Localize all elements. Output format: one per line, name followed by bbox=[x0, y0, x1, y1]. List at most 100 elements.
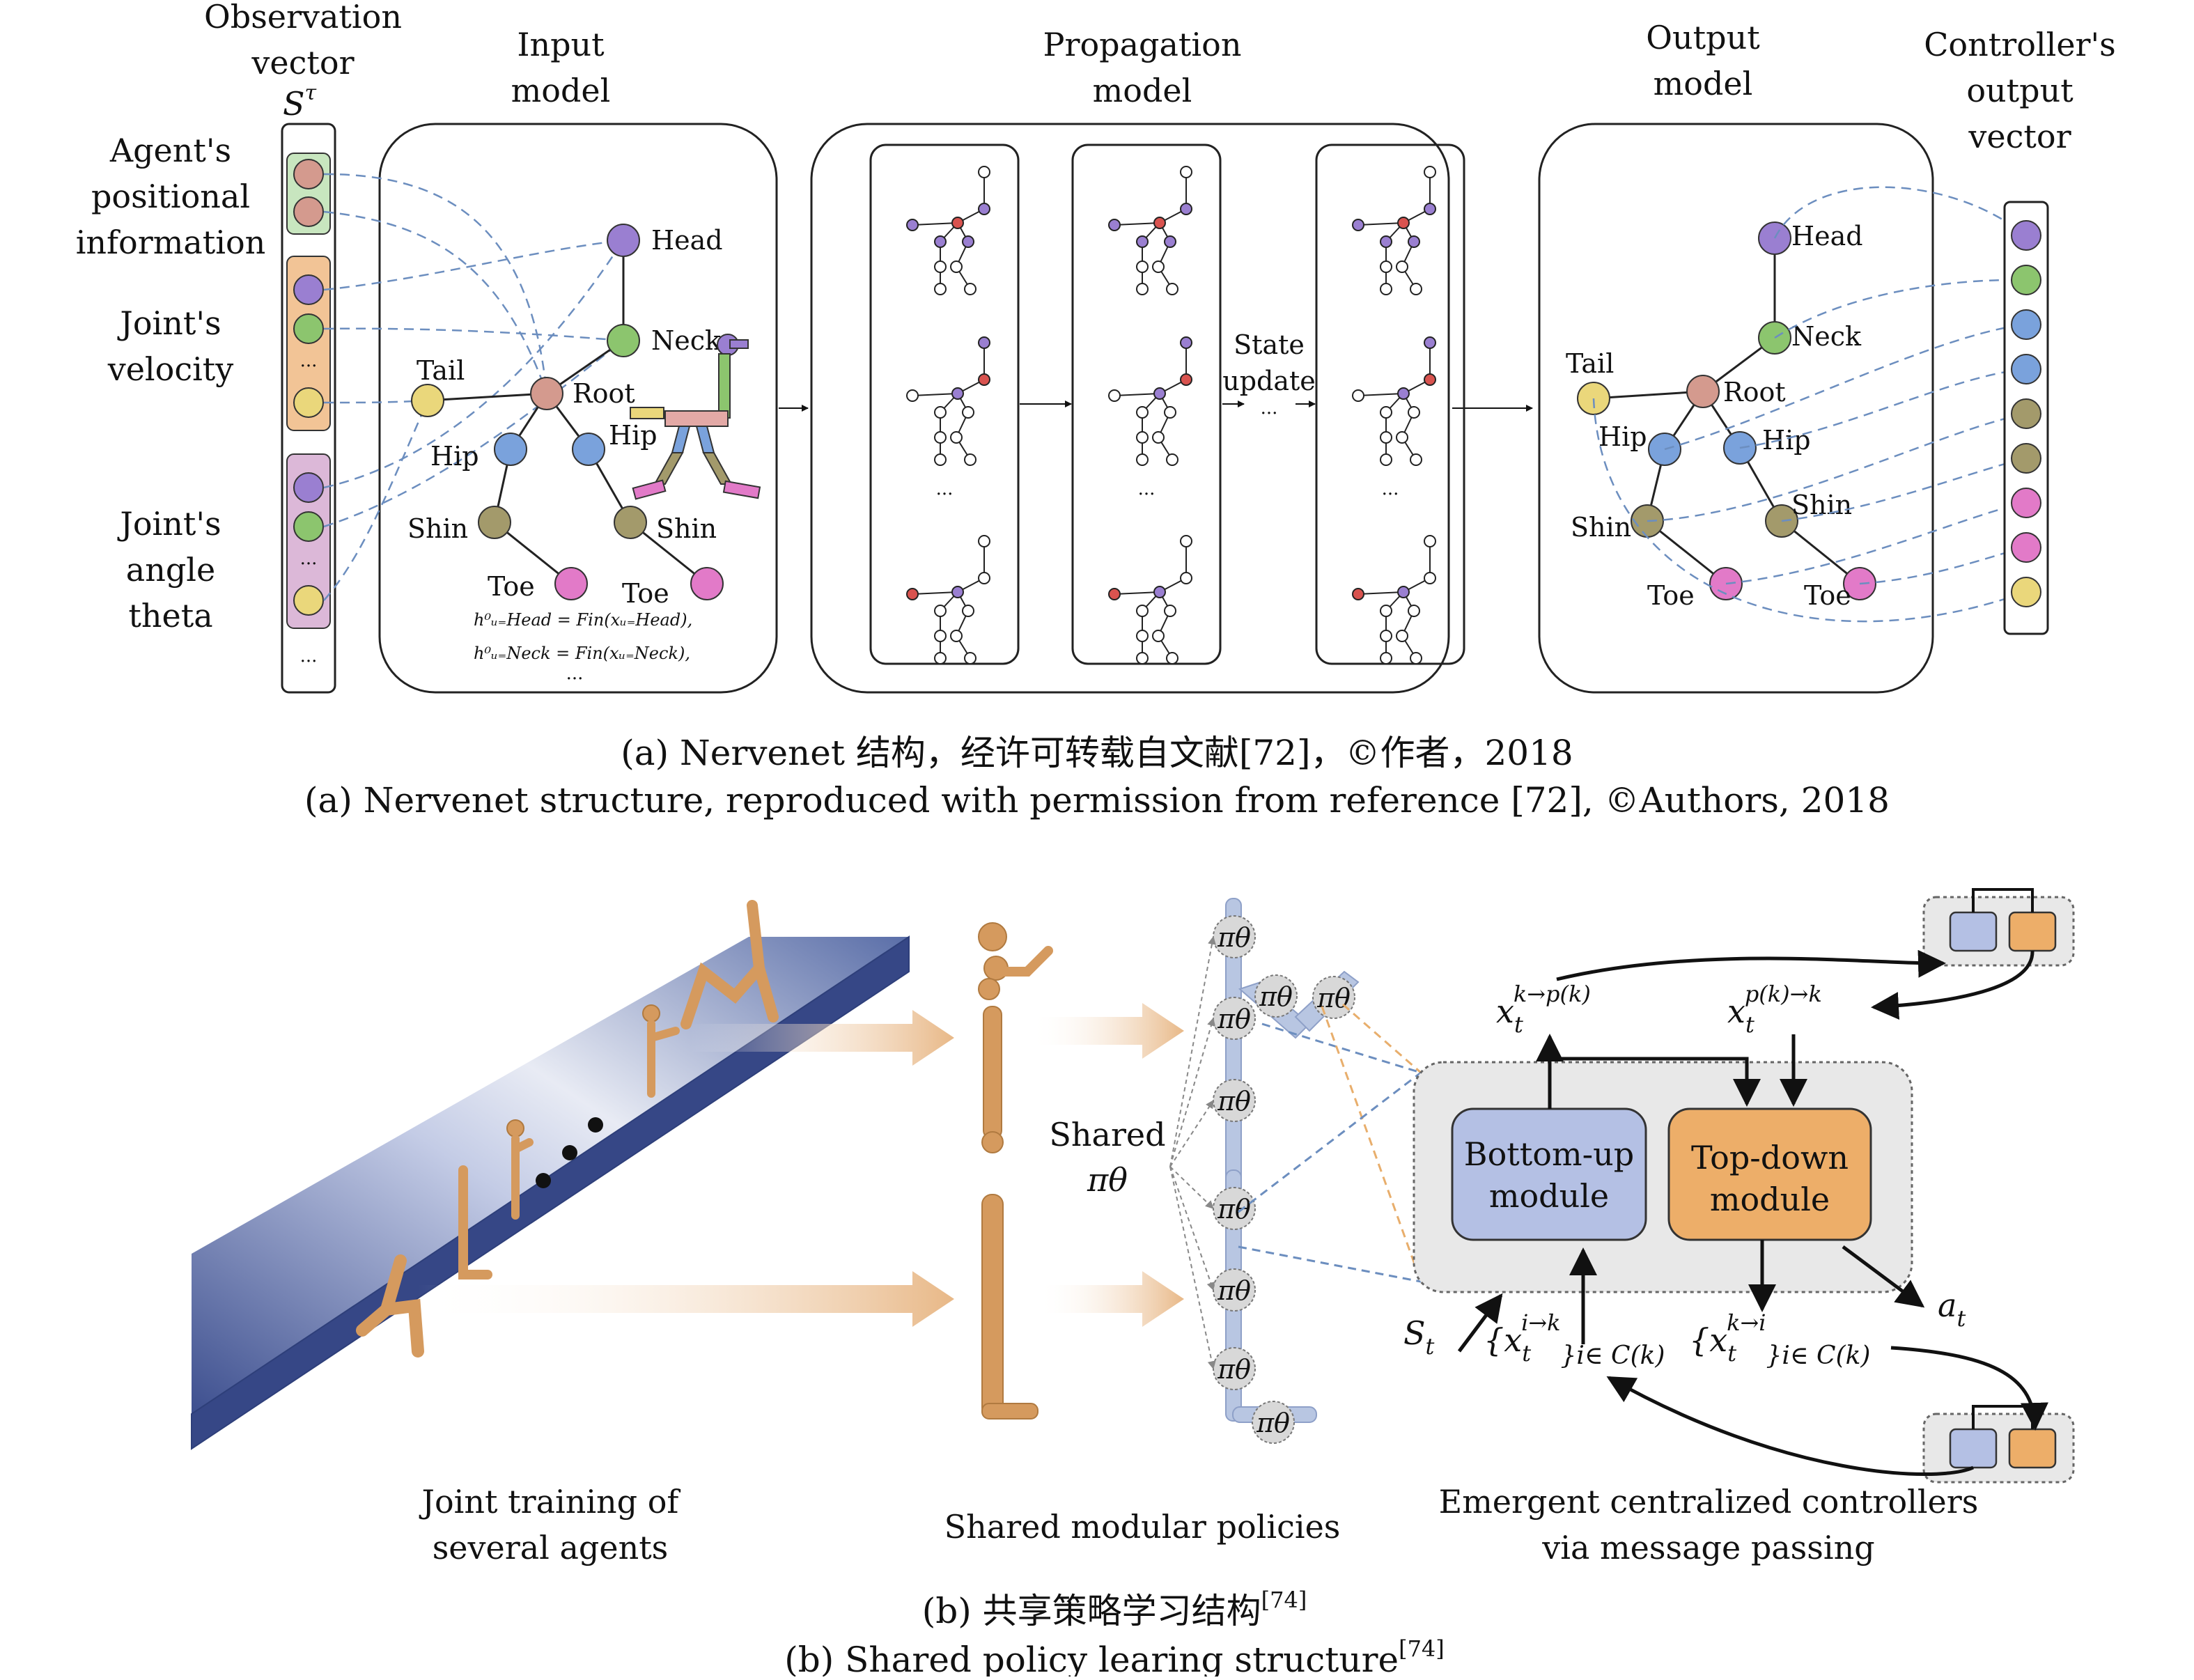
prop-node-tail bbox=[1352, 219, 1364, 231]
prop-node-toeR bbox=[1166, 652, 1178, 664]
label-x-down-sup: p(k)→k bbox=[1745, 981, 1822, 1007]
label-msg-in-sub: t bbox=[1522, 1340, 1531, 1367]
prop-graph-c1-r1 bbox=[906, 166, 990, 295]
pi-theta-module: πθ bbox=[1312, 976, 1355, 1019]
pi-theta-module: πθ bbox=[1252, 1401, 1295, 1444]
prop-node-head bbox=[1180, 166, 1192, 178]
observation-vector: ... ... ... bbox=[281, 123, 336, 694]
controller-output-vector bbox=[2003, 201, 2049, 635]
label-s-t-sub: t bbox=[1426, 1333, 1435, 1360]
propagation-column-1 bbox=[869, 143, 1020, 665]
prop-node-tail bbox=[1352, 588, 1364, 600]
prop-node-toeL bbox=[934, 652, 947, 664]
prop-graph-c3-r1 bbox=[1352, 166, 1436, 295]
input-label-neck: Neck bbox=[651, 325, 722, 356]
joint-training-line2: several agents bbox=[433, 1529, 669, 1566]
prop-node-tail bbox=[1352, 389, 1364, 402]
prop-node-head bbox=[1180, 336, 1192, 349]
caption-b-english: (b) Shared policy learing structure[74] bbox=[784, 1635, 1445, 1677]
positional-label-line1: Agent's bbox=[109, 132, 231, 169]
output-label-shin-right: Shin bbox=[1791, 490, 1852, 520]
pi-theta-label: πθ bbox=[1217, 1086, 1251, 1117]
ctrl-node-4 bbox=[2011, 354, 2041, 384]
output-label-head: Head bbox=[1791, 221, 1863, 251]
output-label-neck: Neck bbox=[1791, 321, 1862, 352]
prop-node-head bbox=[1180, 535, 1192, 547]
input-model-box bbox=[378, 123, 778, 694]
propagation-model-box bbox=[810, 123, 1450, 694]
equation-ellipsis: ... bbox=[566, 663, 584, 684]
prop-node-shinR bbox=[950, 630, 963, 642]
prop-edge bbox=[1357, 222, 1404, 226]
prop-node-neck bbox=[1424, 572, 1436, 584]
grey-dashed-arrow bbox=[1169, 1166, 1215, 1291]
prop-node-toeL bbox=[1380, 453, 1392, 466]
prop-node-root bbox=[1397, 217, 1410, 229]
state-update-line2: update bbox=[1222, 366, 1316, 396]
pi-theta-circle bbox=[1252, 1401, 1295, 1444]
label-msg-out-sup: k→i bbox=[1727, 1309, 1766, 1336]
prop-node-toeL bbox=[934, 283, 947, 295]
prop-node-toeR bbox=[1166, 453, 1178, 466]
joint-training-line1: Joint training of bbox=[419, 1483, 681, 1520]
output-model-header-line1: Output bbox=[1646, 19, 1760, 56]
prop-edge bbox=[1114, 222, 1160, 226]
prop-node-hipR bbox=[962, 235, 974, 248]
message-arrows bbox=[1458, 949, 2048, 1477]
prop-node-hipR bbox=[1408, 235, 1420, 248]
label-s-t-base: S bbox=[1403, 1314, 1426, 1352]
agent-arrow-upper bbox=[690, 1010, 954, 1066]
prop-node-toeL bbox=[1136, 283, 1149, 295]
caption-b-chinese-text: (b) 共享策略学习结构 bbox=[922, 1591, 1261, 1631]
prop-node-head bbox=[1424, 166, 1436, 178]
bottom-up-module bbox=[1451, 1107, 1647, 1241]
ctrl-node-2 bbox=[2011, 265, 2041, 295]
prop-node-head bbox=[978, 535, 990, 547]
prop-node-hipL bbox=[934, 406, 947, 419]
output-model-box bbox=[1538, 123, 1934, 694]
prop-node-neck bbox=[978, 572, 990, 584]
input-label-hip-left: Hip bbox=[430, 441, 479, 472]
state-update-ellipsis: ... bbox=[1261, 398, 1278, 419]
input-label-toe-left: Toe bbox=[488, 571, 535, 602]
prop-node-hipR bbox=[1408, 406, 1420, 419]
prop-node-root bbox=[1153, 217, 1166, 229]
prop-node-tail bbox=[906, 588, 919, 600]
prop-graph-c2-r3 bbox=[1108, 535, 1192, 664]
prop-node-shinL bbox=[934, 260, 947, 273]
agents-on-platform bbox=[356, 900, 779, 1358]
caption-b-english-text: (b) Shared policy learing structure bbox=[784, 1640, 1399, 1677]
prop-node-shinR bbox=[1396, 260, 1408, 273]
label-x-down-base: x bbox=[1727, 993, 1745, 1030]
prop-graph-c1-r2 bbox=[906, 336, 990, 466]
prop-node-tail bbox=[906, 389, 919, 402]
prop-node-toeL bbox=[1380, 283, 1392, 295]
label-s-t: St bbox=[1403, 1314, 1435, 1360]
pi-theta-module: πθ bbox=[1213, 997, 1256, 1040]
prop-edge bbox=[1114, 591, 1160, 595]
input-label-head: Head bbox=[651, 225, 723, 256]
pi-theta-module: πθ bbox=[1213, 1268, 1256, 1312]
input-model-header-line2: model bbox=[511, 72, 611, 109]
controller-output-header-line2: output bbox=[1966, 72, 2074, 109]
prop-node-hipL bbox=[1380, 406, 1392, 419]
shared-pi-line2: πθ bbox=[1087, 1161, 1128, 1199]
prop-edge bbox=[912, 393, 958, 396]
prop-node-shinL bbox=[934, 431, 947, 444]
prop-node-hipR bbox=[962, 605, 974, 617]
robot-skeleton-figure bbox=[630, 334, 761, 500]
input-label-tail: Tail bbox=[417, 355, 465, 386]
prop-node-tail bbox=[1108, 219, 1121, 231]
ctrl-node-8 bbox=[2011, 532, 2041, 563]
prop-node-toeR bbox=[1166, 283, 1178, 295]
observation-symbol: Sτ bbox=[283, 81, 317, 123]
output-label-root: Root bbox=[1723, 377, 1786, 407]
output-label-toe-left: Toe bbox=[1647, 580, 1695, 611]
caption-b-english-ref: [74] bbox=[1399, 1635, 1445, 1662]
emergent-line2: via message passing bbox=[1541, 1529, 1874, 1566]
angle-label-line3: theta bbox=[128, 597, 212, 635]
input-label-hip-right: Hip bbox=[609, 420, 658, 451]
prop-node-toeR bbox=[1410, 283, 1422, 295]
small-panel-top bbox=[1922, 888, 2075, 967]
input-node-shin-right bbox=[614, 506, 647, 539]
